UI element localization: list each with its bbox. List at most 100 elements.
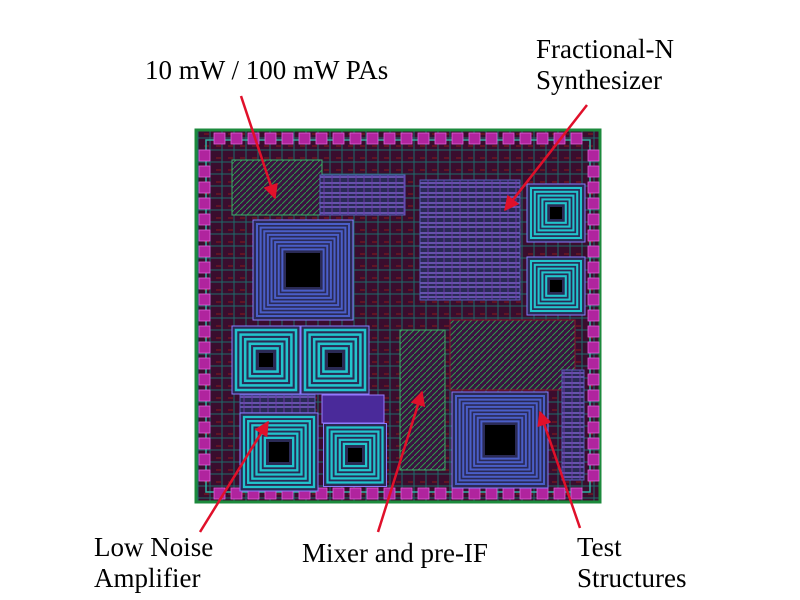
inductor-turn (330, 430, 380, 480)
bond-pad (587, 149, 600, 162)
inductor-turn (317, 342, 353, 378)
inductor-turn (274, 241, 332, 299)
pa-arrow (239, 95, 278, 200)
bond-pad (587, 341, 600, 354)
bond-pad (468, 132, 481, 145)
bond-pad (587, 389, 600, 402)
mixer-label: Mixer and pre-IF (302, 538, 488, 569)
inductor-turn (541, 198, 571, 228)
bond-pad (485, 132, 498, 145)
bond-pad (332, 487, 345, 500)
bond-pad (519, 487, 532, 500)
bond-pad (230, 132, 243, 145)
bond-pad (434, 487, 447, 500)
bond-pad (198, 405, 211, 418)
bond-pad (587, 165, 600, 178)
inductor (323, 423, 387, 487)
power-amplifiers-label-text: 10 mW / 100 mW PAs (145, 55, 389, 85)
bond-pad (198, 389, 211, 402)
inductor (300, 325, 370, 395)
inductor-turn (473, 413, 527, 467)
bond-pad (587, 325, 600, 338)
bond-pad (417, 487, 430, 500)
bond-pad (587, 437, 600, 450)
bond-pad (198, 421, 211, 434)
pa-block (231, 159, 323, 216)
synthesizer-label-line1: Fractional-N (536, 34, 674, 64)
inductor-turn (537, 267, 575, 305)
bond-pad (587, 293, 600, 306)
inductor-core (286, 253, 320, 287)
bond-pad (570, 487, 583, 500)
inductor-turn (541, 271, 571, 301)
bond-pad (198, 245, 211, 258)
lna-label-line2: Amplifier (94, 563, 201, 593)
bond-pad (587, 261, 600, 274)
bond-pad (570, 132, 583, 145)
callout-arrows (198, 95, 588, 533)
bond-pad (332, 132, 345, 145)
inductor-turn (259, 432, 299, 472)
inductor-turn (281, 248, 325, 292)
bond-pad (198, 213, 211, 226)
bond-pad (587, 229, 600, 242)
inductor-turn (326, 426, 384, 484)
inductor-turn (263, 436, 295, 468)
inductor-turn (533, 263, 579, 309)
bond-pad (383, 132, 396, 145)
inductor-turn (476, 416, 524, 464)
inductor-turn (529, 259, 583, 313)
bond-pad (213, 132, 226, 145)
synthesizer-label-line2: Synthesizer (536, 65, 662, 95)
inductor-turn (462, 402, 538, 478)
inductor (239, 412, 319, 492)
inductor-turn (303, 328, 367, 392)
inductor-core (485, 425, 515, 455)
bond-pad (315, 132, 328, 145)
synth-arrow (504, 104, 588, 212)
bond-pad (536, 132, 549, 145)
bond-pad (553, 487, 566, 500)
lna-arrow (198, 420, 270, 533)
bond-pad (587, 405, 600, 418)
inductors (231, 183, 586, 492)
bond-pad (502, 132, 515, 145)
bond-pad (587, 181, 600, 194)
inductor-turn (266, 233, 340, 307)
test-structures-label-line1: Test (577, 532, 622, 562)
mixer-arrow (376, 390, 426, 533)
bond-pad (198, 277, 211, 290)
mid-dense-block (319, 174, 406, 216)
bond-pad (198, 469, 211, 482)
bond-pad (198, 181, 211, 194)
bond-pad (198, 341, 211, 354)
bond-pad (468, 487, 481, 500)
lna-label: Low Noise Amplifier (94, 532, 213, 594)
inductor-turn (545, 275, 567, 297)
inductor-turn (256, 223, 350, 317)
bond-pad (366, 132, 379, 145)
mixer-column (399, 329, 446, 471)
bond-pad (587, 277, 600, 290)
inductor-turn (465, 405, 535, 475)
inductor-turn (312, 337, 358, 383)
bond-pad (587, 197, 600, 210)
bond-pad (198, 149, 211, 162)
right-routing-block (449, 319, 576, 391)
bond-pad (198, 309, 211, 322)
inductor-turn (545, 202, 567, 224)
bond-pad (587, 421, 600, 434)
bond-pad (451, 132, 464, 145)
inductor-turn (308, 333, 362, 387)
inductor (231, 325, 301, 395)
bond-pad (198, 229, 211, 242)
inductor-turn (251, 424, 307, 480)
cap-bank (321, 394, 385, 424)
inductor-turn (334, 434, 376, 476)
bond-pad (587, 357, 600, 370)
inductor-core (550, 280, 562, 292)
inductor-turn (322, 347, 348, 373)
bond-pad (281, 132, 294, 145)
inductor-turn (259, 226, 347, 314)
